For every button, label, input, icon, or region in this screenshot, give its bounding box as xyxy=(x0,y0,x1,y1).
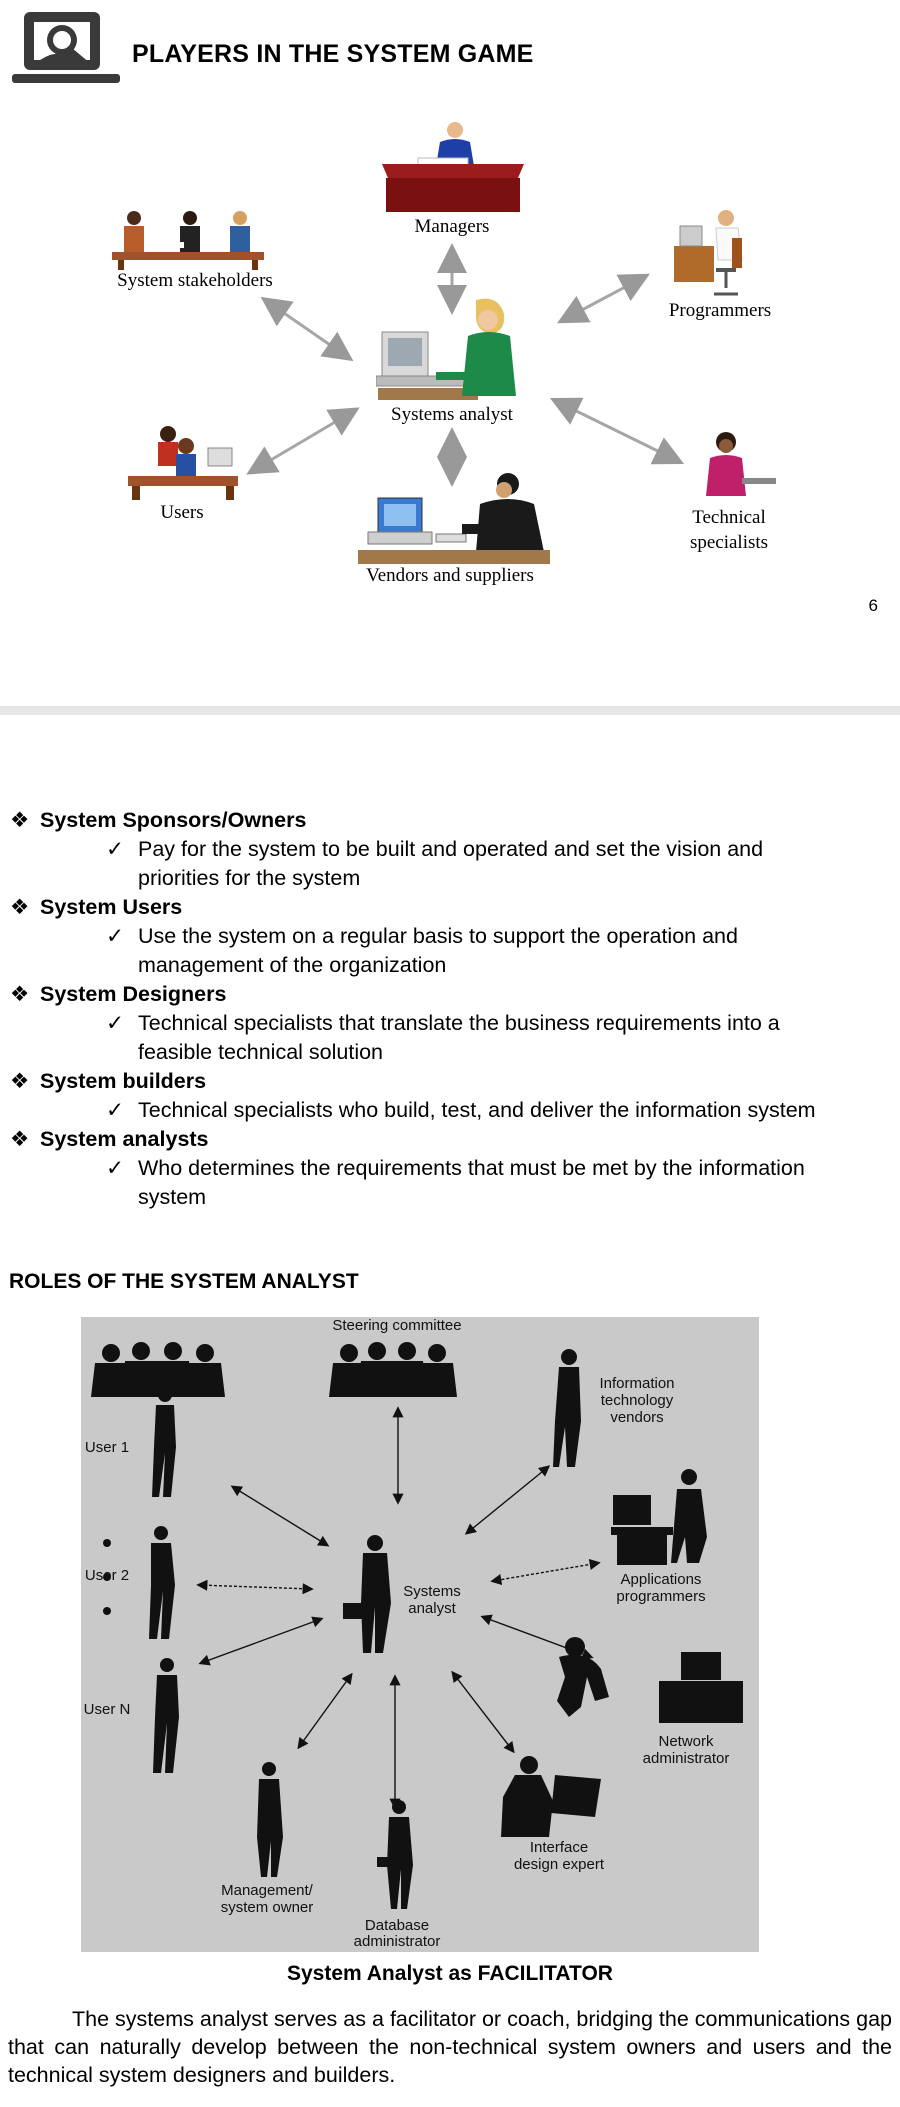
list-item-title: System Sponsors/Owners xyxy=(40,808,307,832)
list-item: ❖ System Sponsors/Owners xyxy=(10,806,895,835)
list-item-description: ✓Use the system on a regular basis to su… xyxy=(10,922,895,951)
players-diagram-arrows xyxy=(246,243,685,487)
label-app-programmers-1: Applications xyxy=(620,1571,702,1588)
page-number: 6 xyxy=(868,596,878,615)
diamond-bullet-icon: ❖ xyxy=(10,895,30,919)
diamond-bullet-icon: ❖ xyxy=(10,808,30,832)
label-steering-committee: Steering committee xyxy=(332,1317,462,1334)
list-item-description: ✓Technical specialists who build, test, … xyxy=(10,1096,895,1125)
list-item-title: System Users xyxy=(40,895,183,919)
label-it-vendors-3: vendors xyxy=(610,1409,664,1426)
technical-specialist-image xyxy=(700,430,780,502)
list-item: ❖ System builders xyxy=(10,1067,895,1096)
body-paragraph: The systems analyst serves as a facilita… xyxy=(8,2007,892,2087)
page-divider xyxy=(0,706,900,715)
roles-diagram: Steering committee Information technolog… xyxy=(81,1317,759,1952)
label-database-admin-1: Database xyxy=(364,1917,430,1934)
label-programmers: Programmers xyxy=(668,300,772,321)
users-image xyxy=(128,424,238,500)
list-item-title: System Designers xyxy=(40,982,227,1006)
vendors-image xyxy=(358,468,550,566)
list-item: ❖ System Users xyxy=(10,893,895,922)
label-network-admin-1: Network xyxy=(658,1733,714,1750)
figure-caption: System Analyst as FACILITATOR xyxy=(287,1962,613,1985)
list-item-description: priorities for the system xyxy=(138,866,361,890)
systems-analyst-image xyxy=(375,296,528,404)
label-systems-analyst-1: Systems xyxy=(403,1583,461,1600)
diamond-bullet-icon: ❖ xyxy=(10,1127,30,1151)
label-user-1: User 1 xyxy=(84,1439,130,1456)
label-it-vendors-1: Information xyxy=(599,1375,675,1392)
label-vendors: Vendors and suppliers xyxy=(366,565,534,586)
section-title: ROLES OF THE SYSTEM ANALYST xyxy=(9,1270,359,1293)
check-icon: ✓ xyxy=(106,1098,125,1122)
slide-title: PLAYERS IN THE SYSTEM GAME xyxy=(132,40,534,68)
label-technical: Technical xyxy=(692,507,766,528)
list-item-title: System analysts xyxy=(40,1127,209,1151)
list-item-description: management of the organization xyxy=(138,953,447,977)
diamond-bullet-icon: ❖ xyxy=(10,1069,30,1093)
manager-at-desk-image xyxy=(378,118,528,214)
list-item-description: ✓Pay for the system to be built and oper… xyxy=(10,835,895,864)
list-item-description: system xyxy=(138,1185,207,1209)
label-network-admin-2: administrator xyxy=(642,1750,730,1767)
list-item-description: feasible technical solution xyxy=(138,1040,384,1064)
list-item: ❖ System analysts xyxy=(10,1125,895,1154)
label-managers: Managers xyxy=(414,216,490,237)
label-user-2: User 2 xyxy=(84,1567,130,1584)
logo-icon xyxy=(10,8,122,88)
list-item-title: System builders xyxy=(40,1069,207,1093)
list-item-description: ✓Who determines the requirements that mu… xyxy=(10,1154,895,1183)
label-it-vendors-2: technology xyxy=(600,1392,674,1409)
check-icon: ✓ xyxy=(106,924,125,948)
stakeholders-image xyxy=(112,208,264,270)
label-systems-analyst: Systems analyst xyxy=(391,404,513,425)
label-users: Users xyxy=(160,502,204,523)
label-management-2: system owner xyxy=(220,1899,314,1916)
label-user-n: User N xyxy=(83,1701,131,1718)
check-icon: ✓ xyxy=(106,1156,125,1180)
list-item: ❖ System Designers xyxy=(10,980,895,1009)
list-item-description: ✓Technical specialists that translate th… xyxy=(10,1009,895,1038)
check-icon: ✓ xyxy=(106,837,125,861)
label-interface-expert-1: Interface xyxy=(529,1839,589,1856)
label-app-programmers-2: programmers xyxy=(616,1588,706,1605)
label-interface-expert-2: design expert xyxy=(513,1856,605,1873)
players-list: ❖ System Sponsors/Owners ✓Pay for the sys… xyxy=(10,806,895,1212)
programmer-at-desk-image xyxy=(672,208,752,298)
label-specialists: specialists xyxy=(689,532,769,553)
label-stakeholders: System stakeholders xyxy=(117,270,273,291)
label-systems-analyst-2: analyst xyxy=(408,1600,456,1617)
diamond-bullet-icon: ❖ xyxy=(10,982,30,1006)
label-database-admin-2: administrator xyxy=(353,1933,441,1950)
label-management-1: Management/ xyxy=(221,1882,313,1899)
check-icon: ✓ xyxy=(106,1011,125,1035)
